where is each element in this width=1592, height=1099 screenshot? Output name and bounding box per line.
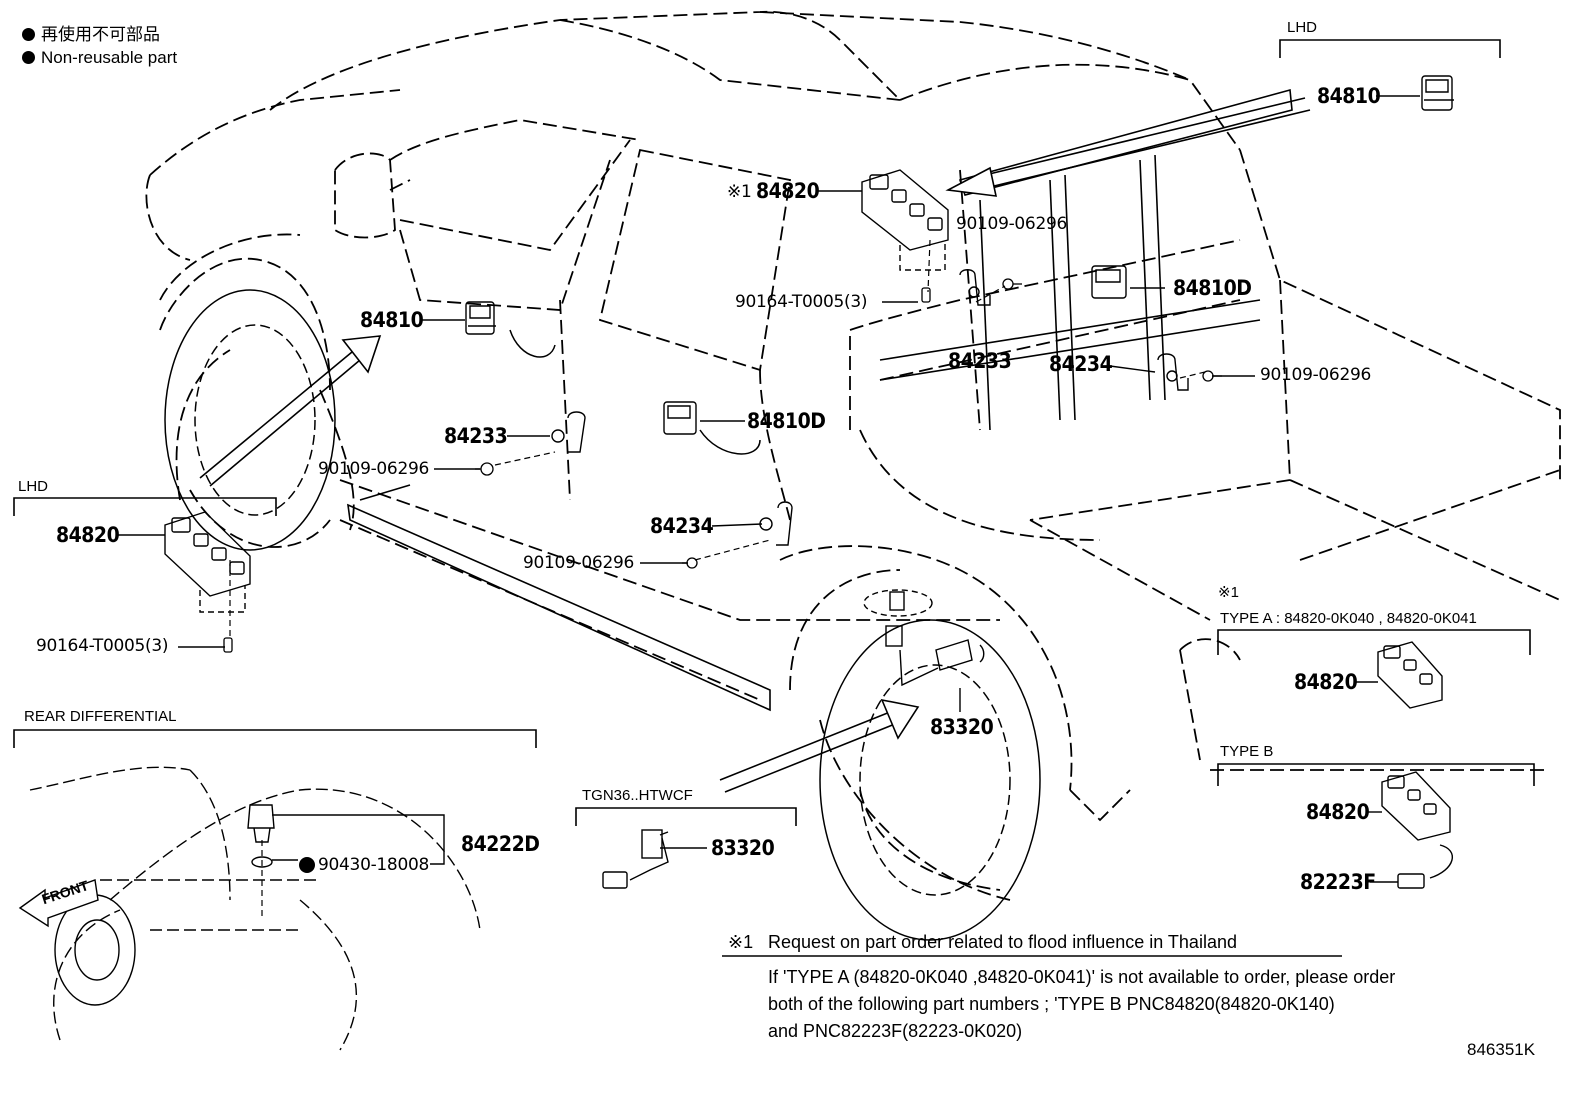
part-90109-c[interactable]: 90109-06296 [318,459,429,479]
group-brackets [13,39,1535,826]
part-84233-right[interactable]: 84233 [948,349,1012,373]
bullet-icon [22,51,35,64]
part-84820-type-a[interactable]: 84820 [1294,670,1358,694]
lamp-switch-84233-right [959,269,991,306]
bullet-icon [22,28,35,41]
lamp-switch-84234-left [759,501,793,546]
switch-84810-top [1421,75,1454,111]
part-84820-type-b[interactable]: 84820 [1306,800,1370,824]
group-ref-mark: ※1 [1218,584,1239,601]
door-handles [509,329,761,455]
rear-tire [819,619,1041,941]
note-line2: both of the following part numbers ; 'TY… [768,994,1335,1014]
note-title: Request on part order related to flood i… [768,932,1237,952]
part-84222D[interactable]: 84222D [461,832,540,856]
group-type-b: TYPE B [1220,743,1274,760]
rear-differential [29,766,481,1051]
lamp-switch-84234-right [1157,353,1189,391]
group-rear-diff: REAR DIFFERENTIAL [24,708,177,725]
master-switch-84820-type-a [1377,641,1443,709]
lamp-switch-84233-left [551,411,586,453]
part-90109-a[interactable]: 90109-06296 [956,214,1067,234]
part-82223F[interactable]: 82223F [1300,870,1376,894]
part-90109-d[interactable]: 90109-06296 [523,553,634,573]
part-90109-b[interactable]: 90109-06296 [1260,365,1371,385]
part-83320-tgn[interactable]: 83320 [711,836,775,860]
master-switch-84820-lhd [164,511,251,613]
sender-83320-tgn [602,829,669,889]
note-mark: ※1 [728,932,754,952]
figure-id: 846351K [1467,1040,1536,1059]
master-switch-84820-main [861,169,949,271]
part-84810-door[interactable]: 84810 [360,308,424,332]
part-84810-top[interactable]: 84810 [1317,84,1381,108]
part-84820-main[interactable]: 84820 [756,179,820,203]
sender-83320-main [863,589,985,687]
cab-back-frame [879,88,1293,431]
note-line1: If 'TYPE A (84820-0K040 ,84820-0K041)' i… [768,967,1396,987]
group-tgn: TGN36..HTWCF [582,787,693,804]
master-switch-84820-type-b [1381,771,1451,841]
part-90164-main[interactable]: 90164-T0005(3) [735,292,868,312]
side-step [347,484,771,712]
group-lhd-top: LHD [1287,19,1318,36]
part-84820-mark: ※1 [727,182,752,202]
part-84234-left[interactable]: 84234 [650,514,714,538]
part-84233-left[interactable]: 84233 [444,424,508,448]
part-84234-right[interactable]: 84234 [1049,352,1113,376]
part-84810D-mid[interactable]: 84810D [747,409,826,433]
group-type-a: TYPE A : 84820-0K040 , 84820-0K041 [1220,610,1477,627]
part-83320-main[interactable]: 83320 [930,715,994,739]
wire-82223F [1397,844,1453,889]
part-84820-lhd[interactable]: 84820 [56,523,120,547]
part-84810D-right[interactable]: 84810D [1173,276,1252,300]
front-tire [164,289,336,551]
part-90430[interactable]: 90430-18008 [318,855,429,875]
switch-84810-door [465,301,496,335]
leader-lines [117,95,1420,883]
note-line3: and PNC82223F(82223-0K020) [768,1021,1023,1041]
front-arrow [18,879,99,928]
legend-ja: 再使用不可部品 [22,26,160,43]
switch-84810D-right [1091,265,1127,299]
group-lhd-left: LHD [18,478,49,495]
pointer-arrows [199,97,1311,793]
legend-en: Non-reusable part [22,49,177,66]
non-reusable-dot [299,857,315,873]
switch-84810D-mid [663,401,697,435]
truck-body-outline [145,10,1561,901]
screws [223,278,1222,653]
part-90164-lhd[interactable]: 90164-T0005(3) [36,636,169,656]
